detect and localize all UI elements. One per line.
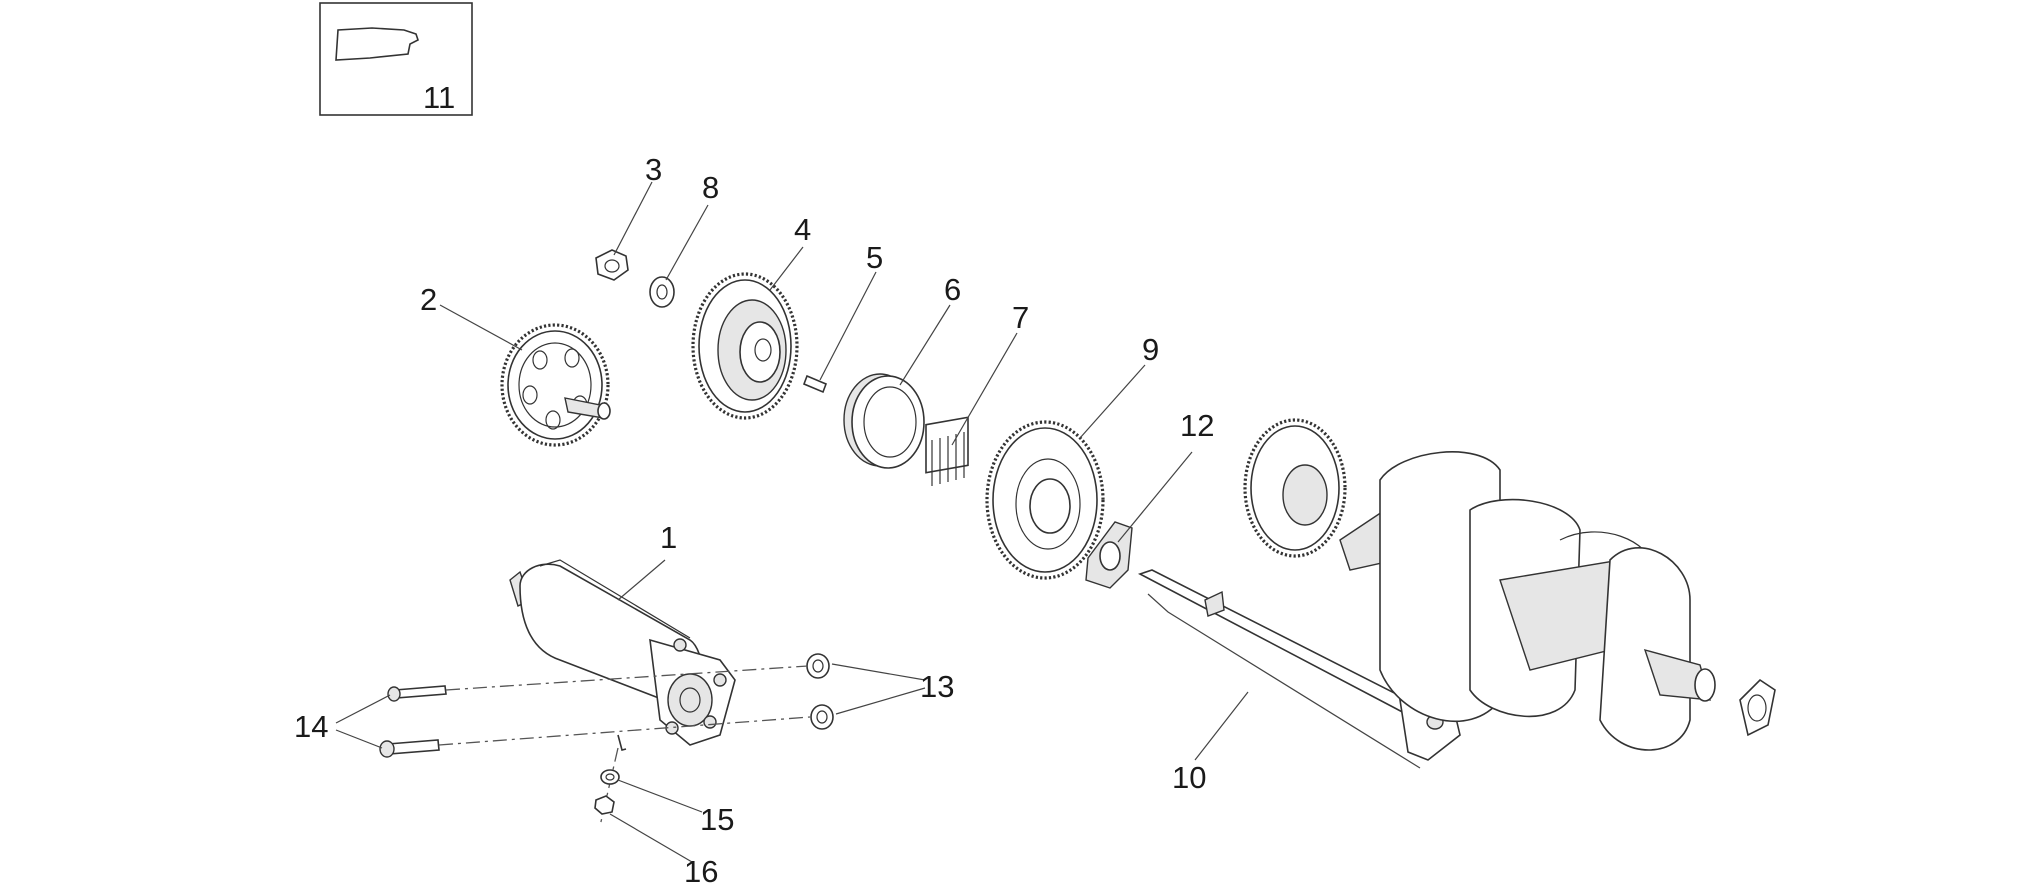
leader-lines [335,181,1249,863]
label-part-12: 12 [1180,408,1214,443]
label-part-5: 5 [866,240,883,275]
part-1-starter-motor [509,559,736,746]
part-9-driven-gear [985,420,1105,580]
part-2-idler-gear [500,323,611,447]
part-13-bushings [806,653,834,730]
label-part-7: 7 [1012,300,1029,335]
part-3-nut [595,249,629,281]
label-part-9: 9 [1142,332,1159,367]
label-part-8: 8 [702,170,719,205]
crankshaft-assembly [1243,418,1776,751]
label-part-10: 10 [1172,760,1206,795]
label-part-15: 15 [700,802,734,837]
label-part-4: 4 [794,212,811,247]
label-part-6: 6 [944,272,961,307]
tool-icon [335,27,419,61]
part-15-washer [600,769,620,785]
part-6-bearing-ring [843,373,925,469]
part-7-needle-bearing [925,416,969,486]
part-8-washer [649,276,675,308]
part-labels: 1 2 3 4 5 6 7 8 9 10 11 12 13 14 15 16 [294,80,1214,885]
label-part-13: 13 [920,669,954,704]
part-16-nut [594,795,615,815]
label-part-3: 3 [645,152,662,187]
part-4-starter-gear [691,272,799,420]
label-part-1: 1 [660,520,677,555]
label-part-14: 14 [294,709,328,744]
label-part-16: 16 [684,854,718,885]
label-part-11: 11 [423,80,455,115]
label-part-2: 2 [420,282,437,317]
part-12-washer [1085,521,1133,589]
part-14-bolts [379,685,447,758]
part-5-pin [802,374,828,394]
tool-inset-box [319,2,473,116]
